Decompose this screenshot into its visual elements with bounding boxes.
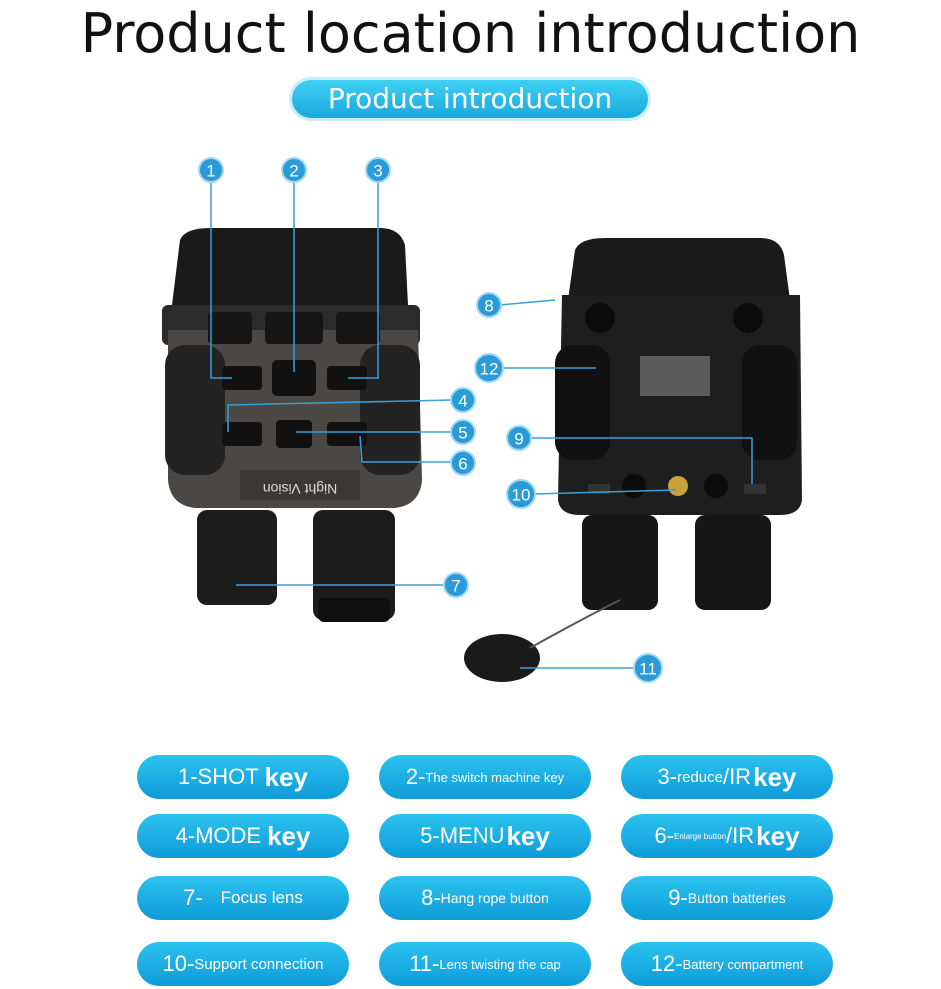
legend-key: key [753, 761, 797, 792]
callout-11: 11 [639, 660, 657, 679]
legend-text: MODE [195, 823, 262, 848]
legend-key: key [506, 820, 550, 851]
legend-text: Lens twisting the cap [439, 956, 561, 972]
legend-num: 5- [420, 823, 440, 848]
callout-markers: 1 2 3 4 5 6 7 8 9 10 11 12 [198, 157, 663, 683]
back-binocular [464, 238, 802, 682]
legend-ir: /IR [722, 764, 752, 789]
legend-item-10: 10-Support connection [137, 942, 349, 986]
legend-item-7: 7- Focus lens [137, 876, 349, 920]
legend-num: 4- [175, 823, 196, 848]
callout-2: 2 [289, 162, 298, 181]
callout-9: 9 [514, 430, 523, 449]
legend-item-2: 2-The switch machine key [379, 755, 591, 799]
section-badge: Product introduction [292, 80, 648, 118]
legend-text: Enlarge button [674, 831, 727, 841]
legend-text: Button batteries [687, 890, 786, 906]
legend-num: 11- [409, 951, 440, 976]
legend-item-9: 9-Button batteries [621, 876, 833, 920]
front-binocular [162, 228, 422, 622]
callout-5: 5 [458, 424, 467, 443]
device-label: Night Vision [263, 481, 337, 497]
legend-key: key [756, 820, 800, 851]
legend-ir: /IR [726, 823, 755, 848]
legend-item-12: 12-Battery compartment [621, 942, 833, 986]
legend-text: The switch machine key [425, 769, 565, 785]
page-title: Product location introduction [80, 2, 861, 65]
legend-item-11: 11-Lens twisting the cap [379, 942, 591, 986]
legend-text: Hang rope button [440, 890, 549, 906]
callout-1: 1 [206, 162, 215, 181]
legend-num: 10- [162, 951, 195, 976]
callout-8: 8 [484, 297, 493, 316]
legend-text: SHOT [197, 764, 259, 789]
callout-4: 4 [458, 392, 467, 411]
legend-num: 8- [421, 885, 441, 910]
legend-num: 6- [654, 823, 674, 848]
legend-num: 2- [405, 764, 426, 789]
legend-num: 7- [183, 885, 203, 910]
legend-key: key [267, 820, 311, 851]
callout-10: 10 [512, 486, 531, 505]
legend-key: key [264, 761, 309, 792]
legend-text: Focus lens [220, 888, 303, 907]
legend-num: 12- [650, 951, 683, 976]
legend-text: reduce [677, 768, 723, 786]
callout-3: 3 [373, 162, 382, 181]
product-photo: Night Vision 1 [162, 157, 802, 683]
callout-lines [210, 180, 753, 669]
legend-num: 9- [668, 885, 688, 910]
callout-6: 6 [458, 455, 467, 474]
legend-text: Support connection [194, 955, 324, 973]
legend-num: 1- [177, 764, 198, 789]
legend-text: MENU [439, 823, 505, 848]
legend-num: 3- [657, 764, 678, 789]
callout-12: 12 [480, 360, 499, 379]
legend-item-8: 8-Hang rope button [379, 876, 591, 920]
legend-text: Battery compartment [682, 956, 804, 972]
callout-7: 7 [451, 577, 460, 596]
